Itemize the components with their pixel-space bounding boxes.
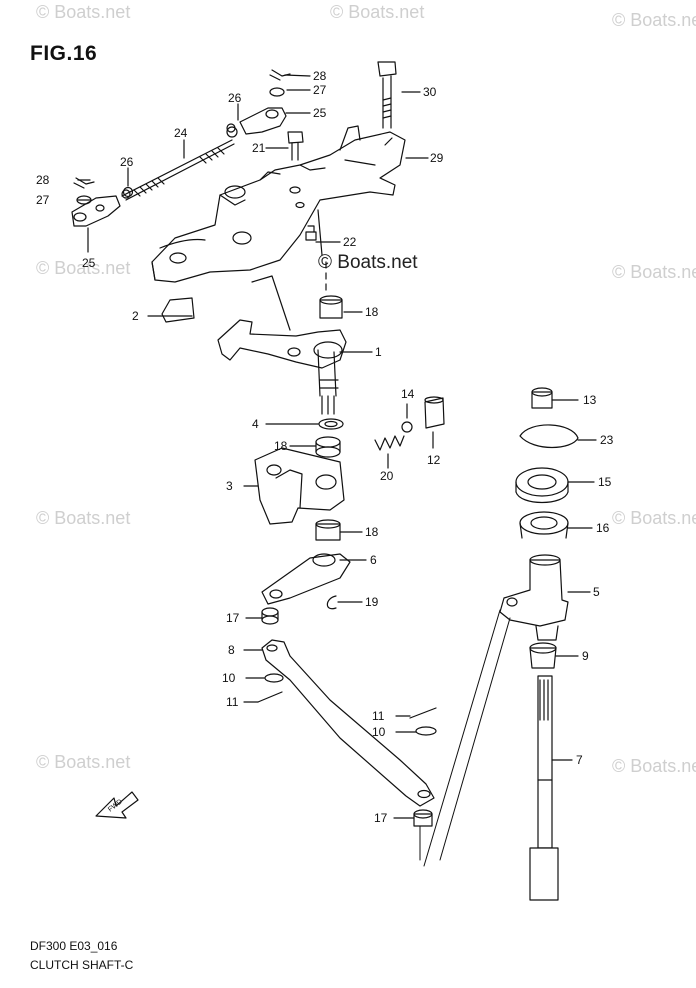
part-label-8: 8 — [228, 643, 235, 657]
part-label-5: 5 — [593, 585, 600, 599]
part-label-6: 6 — [370, 553, 377, 567]
washer-10-left — [264, 673, 284, 683]
shaft-7 — [529, 675, 559, 901]
bearing-15 — [515, 467, 569, 503]
part-label-9: 9 — [582, 649, 589, 663]
part-label-26-top: 26 — [228, 91, 242, 105]
part-label-27-bottom: 27 — [36, 193, 50, 207]
part-label-10-right: 10 — [372, 725, 386, 739]
shift-lever-1 — [217, 275, 347, 415]
part-label-17-lower: 17 — [374, 811, 388, 825]
part-label-28-top: 28 — [313, 69, 327, 83]
sleeve-12 — [424, 396, 445, 429]
part-label-1: 1 — [375, 345, 382, 359]
snap-ring-23 — [519, 424, 579, 448]
pin-11-right — [409, 707, 437, 719]
nut-26-bottom — [121, 189, 131, 199]
bushing-18-middle — [315, 436, 341, 458]
bracket-part — [151, 125, 406, 283]
part-label-10-left: 10 — [222, 671, 236, 685]
bolt-22 — [305, 225, 317, 241]
nut-26-top — [226, 123, 236, 133]
part-label-20: 20 — [380, 469, 394, 483]
bushing-9 — [529, 642, 557, 669]
watermark: © Boats.net — [612, 10, 696, 30]
diagram-caption: CLUTCH SHAFT-C — [30, 958, 134, 972]
part-label-7: 7 — [576, 753, 583, 767]
washer-10-right — [415, 726, 437, 736]
part-label-18-middle: 18 — [274, 439, 288, 453]
watermark: © Boats.net — [612, 262, 696, 282]
watermark: © Boats.net — [36, 752, 131, 772]
fwd-arrow-icon — [95, 791, 139, 819]
bushing-18-top — [319, 295, 343, 319]
spring-20 — [374, 435, 405, 451]
part-label-14: 14 — [401, 387, 415, 401]
washer-27-top — [269, 87, 285, 97]
part-label-11-right: 11 — [372, 709, 385, 723]
part-label-3: 3 — [226, 479, 233, 493]
watermark: © Boats.net — [612, 508, 696, 528]
part-label-25-top: 25 — [313, 106, 327, 120]
joint-25-top — [226, 107, 287, 138]
model-code: DF300 E03_016 — [30, 939, 118, 953]
bolt-21 — [287, 131, 304, 161]
part-label-11-left: 11 — [226, 695, 239, 709]
part-label-13: 13 — [583, 393, 597, 407]
part-label-4: 4 — [252, 417, 259, 431]
seal-16 — [519, 511, 569, 539]
part-label-24: 24 — [174, 126, 188, 140]
bushing-17-lower — [413, 809, 433, 827]
part-label-27-top: 27 — [313, 83, 327, 97]
lever-6 — [261, 553, 351, 605]
part-label-12: 12 — [427, 453, 441, 467]
pin-11-left — [257, 691, 283, 703]
washer-4 — [318, 418, 344, 430]
bushing-18-lower — [315, 519, 341, 541]
part-label-30: 30 — [423, 85, 437, 99]
part-label-18-lower: 18 — [365, 525, 379, 539]
watermark: © Boats.net — [330, 2, 425, 22]
part-label-21: 21 — [252, 141, 266, 155]
clip-2 — [161, 297, 195, 323]
watermark-main: © Boats.net — [318, 252, 418, 273]
watermark: © Boats.net — [612, 756, 696, 776]
part-label-2: 2 — [132, 309, 139, 323]
joint-25-bottom — [71, 186, 134, 227]
part-label-29: 29 — [430, 151, 444, 165]
part-label-16: 16 — [596, 521, 610, 535]
watermark: © Boats.net — [36, 508, 131, 528]
part-label-15: 15 — [598, 475, 612, 489]
bolt-30 — [317, 61, 397, 256]
rod-24 — [121, 139, 235, 201]
housing-5 — [499, 554, 569, 641]
part-label-26-bottom: 26 — [120, 155, 134, 169]
washer-27-bottom — [76, 195, 92, 205]
part-label-28-bottom: 28 — [36, 173, 50, 187]
part-label-22: 22 — [343, 235, 357, 249]
part-label-17-upper: 17 — [226, 611, 240, 625]
bushing-17-upper — [261, 607, 279, 625]
bracket-3 — [254, 447, 345, 525]
ball-14 — [401, 421, 413, 433]
part-label-18-top: 18 — [365, 305, 379, 319]
part-label-23: 23 — [600, 433, 614, 447]
watermark: © Boats.net — [36, 2, 131, 22]
clip-19 — [326, 595, 337, 610]
figure-title: FIG.16 — [30, 42, 98, 65]
part-label-25-bottom: 25 — [82, 256, 96, 270]
plug-13 — [531, 387, 553, 409]
watermark: © Boats.net — [36, 258, 131, 278]
part-label-19: 19 — [365, 595, 379, 609]
rod-8 — [261, 639, 435, 807]
